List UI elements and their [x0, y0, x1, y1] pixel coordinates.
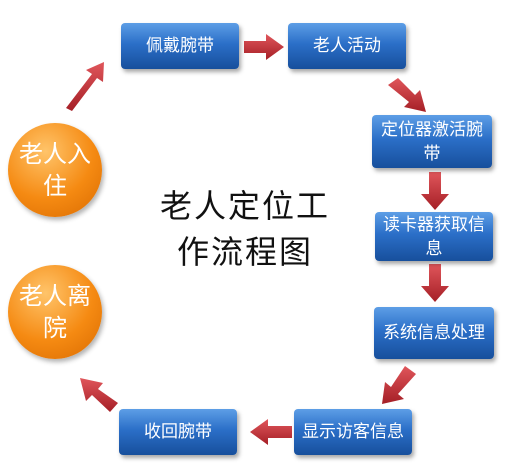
node-locator-activate: 定位器激活腕带	[372, 115, 492, 168]
arrow-recover-to-leave	[80, 378, 118, 412]
node-elder-leave: 老人离院	[8, 265, 102, 359]
node-reader-fetch: 读卡器获取信息	[375, 212, 493, 261]
arrow-wear-to-activity	[244, 34, 284, 60]
node-show-visitor: 显示访客信息	[294, 409, 412, 455]
arrow-locator-to-reader	[421, 172, 449, 210]
node-system-process: 系统信息处理	[374, 307, 494, 359]
arrow-activity-to-locator	[388, 78, 426, 112]
node-wear-band: 佩戴腕带	[121, 23, 239, 69]
arrow-system-to-visitor	[382, 366, 416, 404]
node-elder-checkin: 老人入住	[8, 123, 102, 217]
node-elder-activity: 老人活动	[288, 23, 406, 69]
arrow-checkin-to-wear	[60, 62, 104, 111]
node-recover-band: 收回腕带	[119, 409, 237, 455]
diagram-title: 老人定位工 作流程图	[159, 187, 330, 271]
arrow-visitor-to-recover	[250, 419, 292, 445]
arrow-reader-to-system	[421, 264, 449, 302]
